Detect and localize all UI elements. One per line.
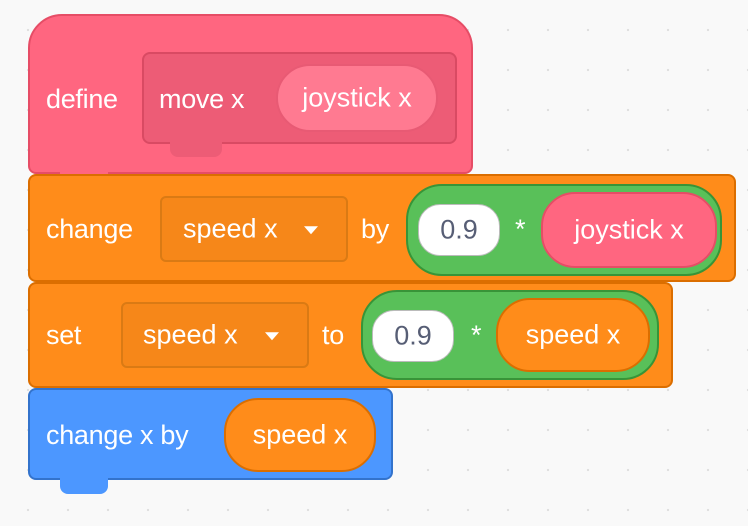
reporter-speed-x[interactable]: speed x — [496, 298, 650, 372]
change-multiplier-value: 0.9 — [440, 214, 478, 245]
set-keyword: set — [46, 320, 82, 350]
change-variable-dropdown[interactable]: speed x — [160, 196, 348, 262]
reporter-joystick-x[interactable]: joystick x — [541, 192, 717, 268]
prototype-notch — [170, 142, 222, 157]
to-label: to — [322, 320, 344, 350]
custom-block-name: move x — [159, 84, 245, 114]
set-multiplier-input[interactable]: 0.9 — [372, 310, 454, 362]
change-x-reporter-speed-x[interactable]: speed x — [224, 398, 376, 472]
triangle-down-icon — [265, 332, 279, 341]
multiply-symbol: * — [515, 214, 526, 244]
change-multiplier-input[interactable]: 0.9 — [418, 204, 500, 256]
change-x-reporter-speed-x-label: speed x — [252, 419, 348, 450]
by-label: by — [361, 214, 389, 244]
param-joystick-x[interactable]: joystick x — [276, 64, 438, 132]
change-variable-dropdown-value: speed x — [183, 213, 278, 244]
change-x-block-notch — [60, 478, 108, 494]
reporter-speed-x-label: speed x — [525, 319, 621, 350]
set-variable-dropdown-value: speed x — [143, 319, 238, 350]
set-multiply-symbol: * — [471, 320, 482, 350]
triangle-down-icon — [304, 226, 318, 235]
param-joystick-x-label: joystick x — [302, 82, 412, 113]
change-x-by-label: change x by — [46, 420, 189, 450]
define-keyword: define — [46, 84, 118, 114]
reporter-joystick-x-label: joystick x — [574, 214, 684, 245]
set-multiplier-value: 0.9 — [394, 320, 432, 351]
set-variable-dropdown[interactable]: speed x — [121, 302, 309, 368]
change-keyword: change — [46, 214, 133, 244]
